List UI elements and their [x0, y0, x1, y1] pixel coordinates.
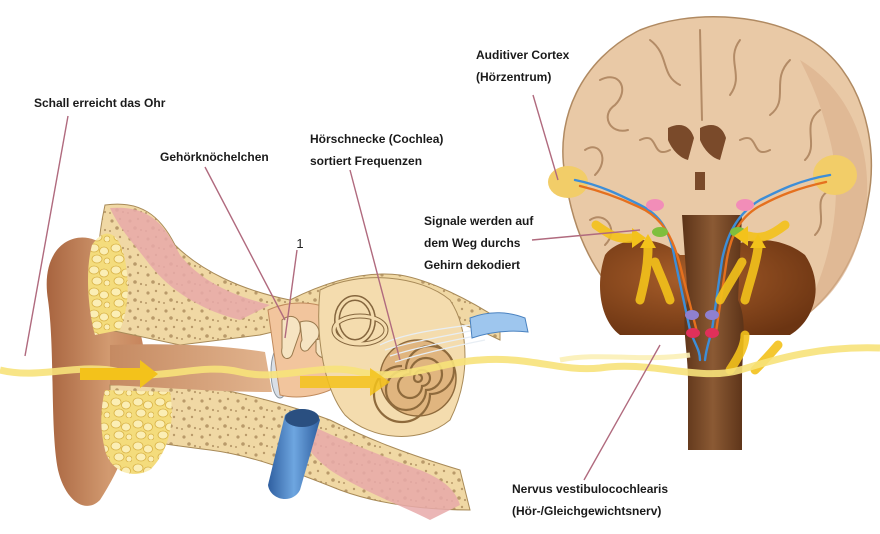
eustachian-tube — [268, 408, 320, 500]
label-cochlea-line2: sortiert Frequenzen — [310, 154, 423, 168]
brain-arrow-heads — [632, 226, 766, 248]
label-cochlea: Hörschnecke (Cochlea) sortiert Frequenze… — [310, 128, 443, 172]
label-leader-lines — [24, 94, 661, 481]
label-cochlea-line1: Hörschnecke (Cochlea) — [310, 132, 444, 146]
label-nerve-line1: Nervus vestibulocochlearis — [512, 482, 669, 496]
upper-skin-layer — [110, 207, 270, 320]
sound-arrows — [80, 360, 390, 396]
ventricles — [668, 125, 726, 190]
auditory-pathways — [573, 173, 832, 362]
marker-1: 1 — [296, 236, 303, 251]
label-signals-line3: Gehirn dekodiert — [424, 258, 521, 272]
label-cortex-line2: (Hörzentrum) — [476, 70, 552, 84]
brain-coronal-section — [548, 15, 873, 450]
lower-fat-layer — [101, 390, 172, 474]
ear-nerve-bundle — [469, 312, 529, 339]
auditory-cortex-right — [813, 155, 857, 195]
ear-cross-section — [46, 203, 529, 520]
label-sound-reaches-ear: Schall erreicht das Ohr — [34, 92, 165, 114]
lower-skin-layer — [300, 420, 460, 520]
label-ossicles-text: Gehörknöchelchen — [160, 150, 269, 164]
label-vestibulocochlear-nerve: Nervus vestibulocochlearis (Hör-/Gleichg… — [512, 478, 668, 522]
label-signals-decoded: Signale werden auf dem Weg durchs Gehirn… — [424, 210, 533, 276]
gyri-folds — [584, 29, 831, 246]
auditory-cortex-left — [548, 166, 588, 198]
label-signals-line1: Signale werden auf — [424, 214, 534, 228]
label-sound-text: Schall erreicht das Ohr — [34, 96, 166, 110]
sound-wave-right — [559, 352, 691, 363]
upper-fat-layer — [88, 233, 128, 335]
label-signals-line2: dem Weg durchs — [424, 236, 521, 250]
label-ossicles: Gehörknöchelchen — [160, 146, 269, 168]
label-cortex-line1: Auditiver Cortex — [476, 48, 570, 62]
label-auditory-cortex: Auditiver Cortex (Hörzentrum) — [476, 44, 569, 88]
relay-nuclei — [646, 199, 754, 338]
label-nerve-line2: (Hör-/Gleichgewichtsnerv) — [512, 504, 662, 518]
